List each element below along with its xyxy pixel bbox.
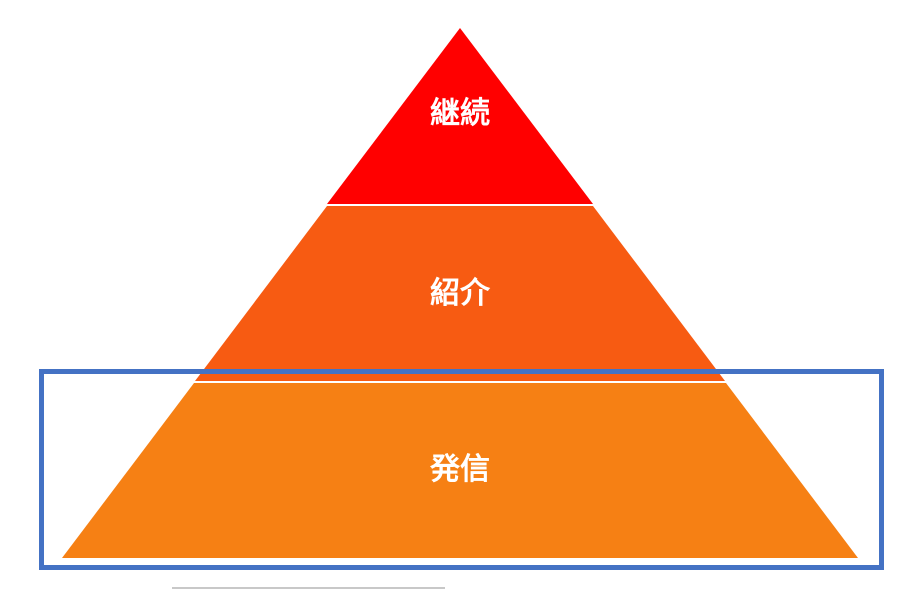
level-label-middle: 紹介: [430, 276, 491, 311]
highlight-box: [39, 369, 884, 570]
pyramid-level-bottom: [62, 383, 858, 558]
pyramid-level-top: [327, 28, 593, 204]
level-label-top: 継続: [430, 96, 490, 131]
level-label-bottom: 発信: [429, 452, 490, 487]
pyramid-level-middle-shape: [195, 206, 725, 381]
